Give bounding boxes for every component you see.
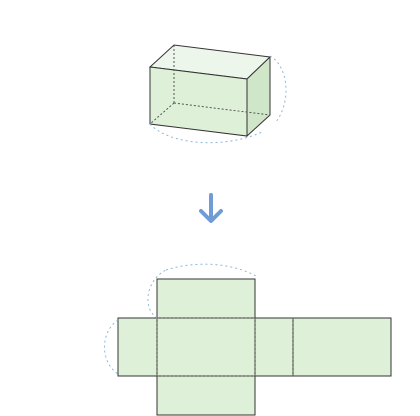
unfold-arc-hint	[165, 263, 257, 277]
box-hidden-edge	[149, 102, 175, 125]
unfold-arc-hint	[104, 319, 119, 375]
arrow-down-icon	[199, 193, 223, 223]
box-3d	[148, 44, 287, 144]
net-bottom-face	[156, 375, 256, 416]
unfold-arc-hint	[147, 269, 167, 319]
box-front-face	[149, 66, 248, 137]
net-top-face	[156, 278, 256, 319]
net-left-face	[117, 317, 158, 377]
box-hidden-edge	[173, 102, 271, 116]
net-back-face	[292, 317, 392, 377]
net-right-face	[254, 317, 294, 377]
net-fold-lines	[156, 317, 294, 377]
net-center-face	[156, 317, 256, 377]
box-net	[104, 263, 392, 416]
unfold-arc-hint	[269, 55, 287, 123]
